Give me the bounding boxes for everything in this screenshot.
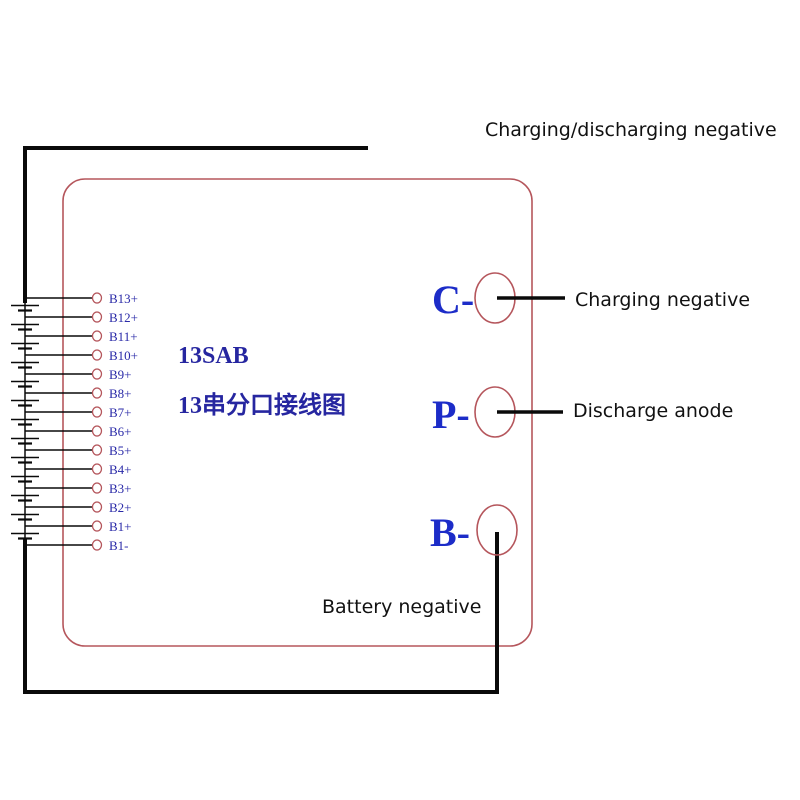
- balance-tap-pad[interactable]: [91, 501, 103, 513]
- terminal-b-minus: B- Battery negative: [322, 504, 518, 618]
- terminal-p-label: P-: [432, 392, 470, 437]
- balance-tap-pad[interactable]: [91, 463, 103, 475]
- balance-tap-pad[interactable]: [91, 330, 103, 342]
- battery-negative-wire: [23, 532, 499, 694]
- terminal-p-minus: P- Discharge anode: [432, 386, 733, 438]
- balance-tap-pad[interactable]: [91, 349, 103, 361]
- balance-tap-label: B12+: [109, 310, 138, 325]
- terminal-c-minus: C- Charging negative: [432, 272, 750, 324]
- terminal-b-label: B-: [430, 510, 470, 555]
- balance-tap-pad[interactable]: [91, 482, 103, 494]
- charge-discharge-negative-annotation: Charging/discharging negative: [485, 119, 777, 141]
- battery-negative-annotation: Battery negative: [322, 596, 481, 618]
- balance-tap-pad[interactable]: [91, 368, 103, 380]
- balance-tap-label: B3+: [109, 481, 132, 496]
- balance-tap-label: B8+: [109, 386, 132, 401]
- balance-tap-label: B6+: [109, 424, 132, 439]
- balance-tap-label: B1-: [109, 538, 129, 553]
- balance-tap-label: B13+: [109, 291, 138, 306]
- balance-tap-label: B2+: [109, 500, 132, 515]
- terminal-c-label: C-: [432, 277, 474, 322]
- board-subtitle-label: 13串分口接线图: [178, 392, 346, 419]
- balance-tap-pad[interactable]: [91, 387, 103, 399]
- balance-tap-label: B7+: [109, 405, 132, 420]
- balance-tap-pad[interactable]: [91, 520, 103, 532]
- discharge-anode-annotation: Discharge anode: [573, 400, 733, 422]
- balance-tap-pad[interactable]: [91, 292, 103, 304]
- balance-tap-label: B11+: [109, 329, 138, 344]
- balance-tap-label: B5+: [109, 443, 132, 458]
- balance-tap-pad[interactable]: [91, 406, 103, 418]
- balance-tap-pad[interactable]: [91, 539, 103, 551]
- charge-discharge-negative-wire: [23, 146, 368, 303]
- balance-tap-label: B1+: [109, 519, 132, 534]
- charging-negative-annotation: Charging negative: [575, 289, 750, 311]
- board-model-label: 13SAB: [178, 343, 249, 369]
- balance-tap-pad[interactable]: [91, 425, 103, 437]
- balance-tap-pad[interactable]: [91, 444, 103, 456]
- balance-tap-connector: B13+ B12+ B11+ B10+ B9+ B8+ B7+ B6+ B5+ B4+ B3+ B2+…: [25, 291, 138, 553]
- balance-tap-label: B9+: [109, 367, 132, 382]
- balance-tap-pad[interactable]: [91, 311, 103, 323]
- balance-tap-label: B10+: [109, 348, 138, 363]
- battery-stack: [11, 296, 39, 547]
- terminal-b-pad[interactable]: [476, 504, 518, 556]
- balance-tap-label: B4+: [109, 462, 132, 477]
